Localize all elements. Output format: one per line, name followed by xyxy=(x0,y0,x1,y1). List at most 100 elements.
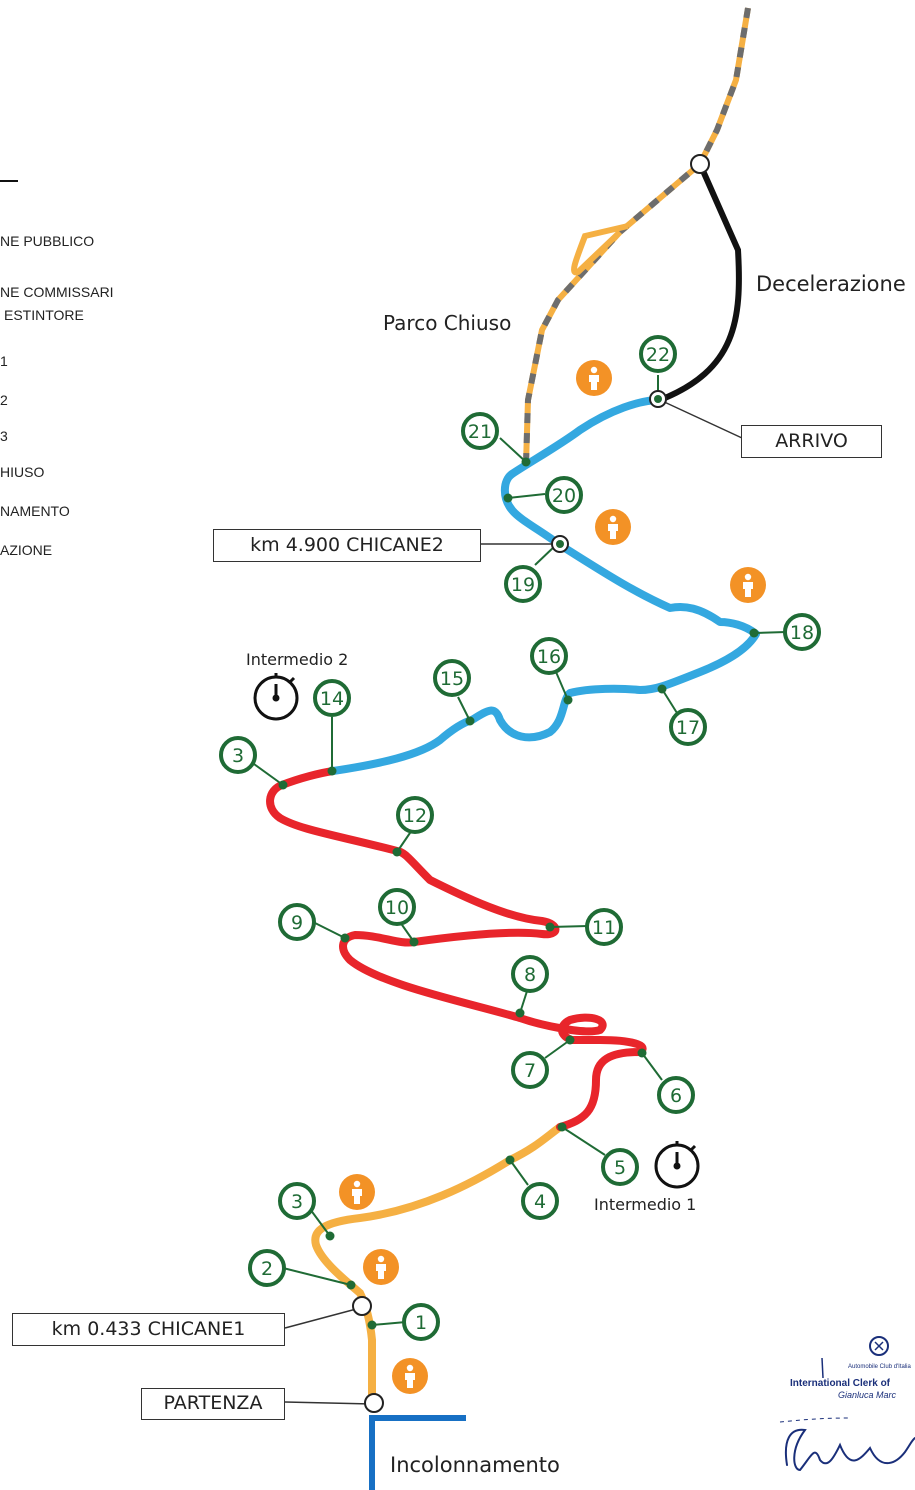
track-dot xyxy=(346,1280,356,1290)
station-number: 14 xyxy=(320,688,344,710)
station-number: 2 xyxy=(261,1258,273,1280)
station-number: 7 xyxy=(524,1060,536,1082)
segment-2 xyxy=(266,767,647,1131)
station-ring xyxy=(601,1148,639,1186)
deceleration-road xyxy=(658,162,742,403)
marshal-station: 2 xyxy=(248,1249,286,1287)
spectator-icon xyxy=(392,1358,428,1394)
station-number: 18 xyxy=(790,622,814,644)
station-dots xyxy=(278,457,759,1330)
signature xyxy=(785,1428,915,1472)
stopwatch-icon xyxy=(654,1141,700,1189)
station-number: 6 xyxy=(670,1085,682,1107)
marshal-station: 17 xyxy=(669,708,707,746)
station-ring xyxy=(378,888,416,926)
legend-rule xyxy=(0,180,18,182)
station-ring xyxy=(461,412,499,450)
segment-1 xyxy=(311,1123,564,1408)
partenza-label: PARTENZA xyxy=(141,1388,285,1420)
legend-item-zone-public: NE PUBBLICO xyxy=(0,233,95,249)
track-dot xyxy=(545,922,555,932)
incolonnamento-label: Incolonnamento xyxy=(390,1453,560,1477)
incolonnamento-line xyxy=(369,1415,466,1490)
marshal-station: 11 xyxy=(585,908,623,946)
station-number: 16 xyxy=(537,646,561,668)
marshal-station: 9 xyxy=(278,903,316,941)
station-ring xyxy=(639,335,677,373)
parco-chiuso-label: Parco Chiuso xyxy=(383,311,512,335)
track-dot xyxy=(521,457,531,467)
marshal-station: 6 xyxy=(657,1076,695,1114)
spectator-icon xyxy=(576,360,612,396)
station-number: 15 xyxy=(440,668,464,690)
intermedio1-label: Intermedio 1 xyxy=(594,1195,697,1214)
track-dot xyxy=(565,1035,575,1045)
track-dot xyxy=(367,1320,377,1330)
station-ring xyxy=(521,1182,559,1220)
station-ring xyxy=(545,476,583,514)
legend-item-zone-marshals: NE COMMISSARI xyxy=(0,284,114,300)
marshal-station: 12 xyxy=(396,796,434,834)
station-number: 17 xyxy=(676,717,700,739)
marshal-station: 14 xyxy=(313,679,351,717)
spectator-icon xyxy=(339,1174,375,1210)
track-dot xyxy=(392,847,402,857)
legend-item-sector-3: 3 xyxy=(0,428,8,444)
track-dot xyxy=(557,1122,567,1132)
seal-text-club: Automobile Club d'Italia xyxy=(848,1364,911,1370)
station-number: 8 xyxy=(524,964,536,986)
station-ring xyxy=(669,708,707,746)
spectator-icon xyxy=(730,567,766,603)
marshal-station: 10 xyxy=(378,888,416,926)
decelerazione-label: Decelerazione xyxy=(756,272,906,296)
station-ring xyxy=(585,908,623,946)
legend-item-sector-2: 2 xyxy=(0,392,8,408)
station-number: 3 xyxy=(291,1191,303,1213)
legend-item-extinguisher: ESTINTORE xyxy=(4,307,84,323)
station-number: 22 xyxy=(646,344,670,366)
marshal-station: 1 xyxy=(402,1303,440,1341)
station-ring xyxy=(396,796,434,834)
marshal-station: 7 xyxy=(511,1051,549,1089)
marshal-station: 3 xyxy=(278,1182,316,1220)
marshal-station: 19 xyxy=(504,565,542,603)
marshal-station: 8 xyxy=(511,955,549,993)
chicane1-label: km 0.433 CHICANE1 xyxy=(12,1313,285,1346)
marshal-station: 20 xyxy=(545,476,583,514)
track-dot xyxy=(637,1048,647,1058)
station-number: 12 xyxy=(403,805,427,827)
station-ring xyxy=(402,1303,440,1341)
waypoint-circles xyxy=(352,154,710,1413)
spectator-icon xyxy=(595,509,631,545)
track-dot xyxy=(327,766,337,776)
chicane2-label: km 4.900 CHICANE2 xyxy=(213,529,481,562)
station-number: 3 xyxy=(232,745,244,767)
station-number: 1 xyxy=(415,1312,427,1334)
waypoint-partenza xyxy=(364,1393,384,1413)
legend-item-sector-1: 1 xyxy=(0,353,8,369)
station-number: 9 xyxy=(291,912,303,934)
spectator-zones xyxy=(339,360,766,1394)
marshal-station: 4 xyxy=(521,1182,559,1220)
track-dot xyxy=(278,780,288,790)
legend-item-decelerazione: AZIONE xyxy=(0,542,53,558)
station-ring xyxy=(313,679,351,717)
segment-3 xyxy=(329,396,760,775)
aci-seal-icon xyxy=(869,1336,889,1356)
seal-text-clerk: International Clerk of xyxy=(790,1378,891,1389)
seal-text-name: Gianluca Marc xyxy=(838,1390,897,1400)
station-number: 5 xyxy=(614,1157,626,1179)
station-number: 11 xyxy=(592,917,616,939)
station-ring xyxy=(511,1051,549,1089)
stopwatch-icon xyxy=(253,673,299,721)
station-ring xyxy=(504,565,542,603)
track-dot xyxy=(340,933,350,943)
track-dot xyxy=(515,1008,525,1018)
marshal-station: 21 xyxy=(461,412,499,450)
waypoint-parco-junction xyxy=(690,154,710,174)
station-number: 19 xyxy=(511,574,535,596)
station-ring xyxy=(783,613,821,651)
station-ring xyxy=(278,903,316,941)
